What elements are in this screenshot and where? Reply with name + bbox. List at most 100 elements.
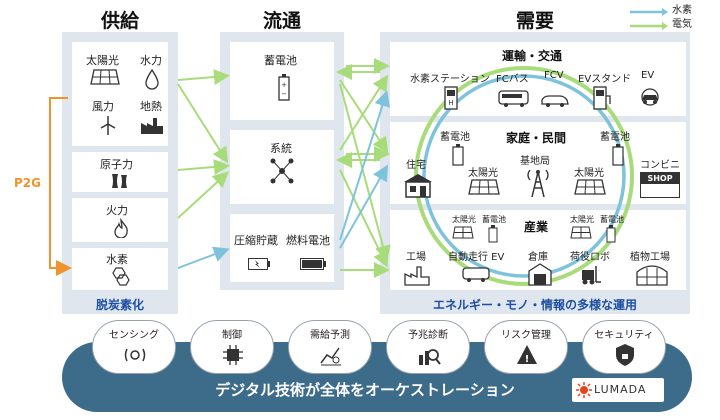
wind-label: 風力 <box>92 100 114 113</box>
convenience-store-label: コンビニ <box>640 160 680 171</box>
hydrogen-station-label: 水素ステーション <box>410 74 490 85</box>
industry-factory-icon <box>404 266 430 286</box>
fc-bus-label: FCバス <box>496 74 529 85</box>
house-icon <box>404 174 432 198</box>
svg-text:+: + <box>281 81 287 89</box>
forecast-label: 需給予測 <box>310 330 350 341</box>
risk-label: リスク管理 <box>501 330 551 341</box>
ev-label: EV <box>641 70 655 81</box>
thermal-label: 火力 <box>106 204 128 217</box>
factory-label: 工場 <box>406 252 426 263</box>
shield-lock-icon <box>616 344 634 366</box>
network-icon <box>270 158 294 184</box>
supply-title: 供給 <box>100 10 139 32</box>
autonomous-ev-icon <box>462 267 490 282</box>
lumada-text: LUMADA <box>594 383 647 396</box>
lumada-logo: LUMADA <box>572 378 664 402</box>
battery-icon: + − <box>278 74 290 101</box>
greenhouse-icon <box>636 265 668 286</box>
demand-footer: エネルギー・モノ・情報の多様な運用 <box>432 298 637 312</box>
sensing-label: センシング <box>109 330 159 341</box>
autonomous-ev-label: 自動走行 EV <box>448 252 505 263</box>
industry-solar-left-icon <box>452 226 474 239</box>
nuclear-plant-icon <box>112 174 127 188</box>
nuclear-label: 原子力 <box>100 158 133 171</box>
industry-battery-right-icon <box>606 225 616 243</box>
legend <box>630 8 668 30</box>
security-label: セキュリティ <box>594 330 654 341</box>
supply-footer: 脱炭素化 <box>95 298 144 312</box>
legend-hydrogen-label: 水素 <box>672 5 692 16</box>
svg-text:!: ! <box>525 354 530 365</box>
compressed-battery-icon <box>248 258 270 270</box>
grid-panel <box>230 130 334 204</box>
home-solar-left-label: 太陽光 <box>468 168 498 179</box>
forecast-pill: 需給予測 <box>288 320 372 374</box>
hydrogen-molecule-icon <box>112 267 130 286</box>
demand-title: 需要 <box>515 10 554 32</box>
home-battery-left-label: 蓄電池 <box>440 132 470 143</box>
hydrogen-station-icon: H <box>444 86 458 110</box>
factory-icon <box>141 118 163 134</box>
cargo-robot-label: 荷役ロボ <box>570 252 610 263</box>
ev-stand-label: EVスタンド <box>578 74 632 85</box>
ev-car-icon <box>641 88 659 106</box>
fcv-label: FCV <box>544 70 564 81</box>
flame-icon <box>114 218 128 238</box>
battery-label: 蓄電池 <box>264 54 297 67</box>
home-solar-left-icon <box>468 179 500 195</box>
fuel-cell-label: 燃料電池 <box>286 234 330 247</box>
control-pill: 制御 <box>190 320 274 374</box>
grid-label: 系統 <box>270 142 292 155</box>
home-panel <box>390 122 686 204</box>
risk-pill: リスク管理 ! <box>484 320 568 374</box>
home-battery-right-label: 蓄電池 <box>600 132 630 143</box>
sensing-pill: センシング <box>92 320 176 374</box>
water-drop-icon <box>145 68 159 90</box>
diagnosis-pill: 予兆診断 <box>386 320 470 374</box>
forecast-chart-icon <box>320 347 341 366</box>
industry-solar-right-icon <box>570 226 592 239</box>
industry-solar-right-label: 太陽光 <box>570 215 594 224</box>
legend-electricity-label: 電気 <box>672 19 692 30</box>
hydro-label: 水力 <box>140 54 162 67</box>
home-title: 家庭・民間 <box>506 131 567 145</box>
digital-banner-text: デジタル技術が全体をオーケストレーション <box>215 381 515 399</box>
sensing-icon <box>124 348 146 362</box>
transport-panel <box>390 42 686 116</box>
storage-panel <box>230 214 334 282</box>
svg-text:−: − <box>281 90 287 98</box>
forklift-robot-icon <box>582 266 601 285</box>
warning-gear-icon: ! <box>517 345 537 365</box>
diagnosis-label: 予兆診断 <box>408 330 448 341</box>
industry-battery-right-label: 蓄電池 <box>600 215 624 224</box>
cell-tower-icon <box>527 169 549 198</box>
chip-icon <box>223 345 243 365</box>
warehouse-icon <box>528 263 552 286</box>
industry-solar-left-label: 太陽光 <box>452 215 476 224</box>
fcv-car-icon <box>541 95 569 107</box>
fuel-cell-battery-icon <box>300 258 326 270</box>
industry-battery-left-icon <box>488 225 498 243</box>
wind-turbine-icon <box>100 116 116 135</box>
fc-bus-icon <box>498 90 529 107</box>
compressed-storage-label: 圧縮貯蔵 <box>234 234 278 247</box>
p2g-label: P2G <box>14 176 41 190</box>
solar-panel-icon <box>90 69 120 85</box>
control-label: 制御 <box>222 330 242 341</box>
house-label: 住宅 <box>406 160 426 171</box>
distribution-title: 流通 <box>262 10 301 32</box>
hydrogen-supply-label: 水素 <box>106 253 128 266</box>
ev-charger-icon <box>593 86 611 110</box>
security-pill: セキュリティ <box>582 320 666 374</box>
svg-text:H: H <box>448 99 453 107</box>
base-station-label: 基地局 <box>520 156 550 167</box>
solar-label: 太陽光 <box>86 54 119 67</box>
convenience-store-icon: SHOP <box>640 172 680 198</box>
home-battery-left-icon <box>452 144 464 166</box>
industry-battery-left-label: 蓄電池 <box>482 215 506 224</box>
home-solar-right-icon <box>574 179 606 195</box>
shop-sign: SHOP <box>641 173 679 184</box>
plant-factory-label: 植物工場 <box>630 252 670 263</box>
